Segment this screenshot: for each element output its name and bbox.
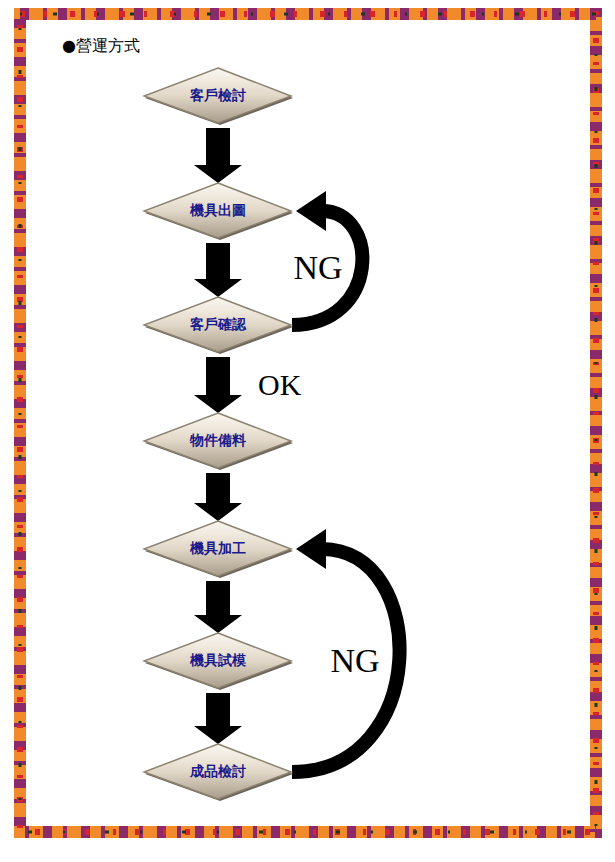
flow-arrow	[292, 529, 400, 772]
flow-arrow	[194, 357, 242, 413]
process-diamond: 客戶檢討	[142, 66, 294, 126]
frame-dark	[20, 14, 596, 832]
heading: ●營運方式	[62, 36, 140, 57]
diamond-face	[144, 521, 291, 576]
process-diamond: 客戶確認	[142, 295, 294, 355]
frame-orange	[20, 14, 596, 832]
arrow-body	[194, 243, 242, 297]
process-diamond: 成品檢討	[142, 742, 294, 802]
arrow-body	[194, 693, 242, 744]
return-curve	[292, 549, 400, 772]
flow-arrow	[194, 473, 242, 521]
process-diamond: 機具出圖	[142, 181, 294, 241]
arrow-body	[194, 128, 242, 183]
node-label: 機具試模	[190, 652, 246, 670]
node-label: 成品檢討	[190, 763, 246, 781]
diamond-face	[144, 297, 291, 352]
flow-arrow	[194, 128, 242, 183]
flow-arrow	[292, 191, 362, 325]
return-curve	[292, 211, 362, 325]
arrow-body	[194, 581, 242, 633]
flow-arrow	[194, 243, 242, 297]
diamond-face	[144, 413, 291, 468]
arrow-head	[296, 191, 326, 231]
process-diamond: 機具試模	[142, 631, 294, 691]
diamond-face	[144, 744, 291, 799]
process-diamond: 物件備料	[142, 411, 294, 471]
process-diamond: 機具加工	[142, 519, 294, 579]
node-label: 客戶確認	[190, 316, 246, 334]
node-label: 物件備料	[190, 432, 246, 450]
flow-arrow	[194, 581, 242, 633]
edge-label: NG	[291, 251, 344, 285]
edge-label: OK	[256, 370, 303, 400]
arrow-head	[296, 529, 326, 569]
diamond-face	[144, 633, 291, 688]
node-label: 機具加工	[190, 540, 246, 558]
diamond-face	[144, 68, 291, 123]
arrow-body	[194, 473, 242, 521]
node-label: 客戶檢討	[190, 87, 246, 105]
frame-purple	[20, 14, 596, 832]
diamond-face	[144, 183, 291, 238]
arrow-body	[194, 357, 242, 413]
node-label: 機具出圖	[190, 202, 246, 220]
edge-label: NG	[328, 644, 381, 678]
flow-arrow	[194, 693, 242, 744]
frame-red	[20, 14, 596, 832]
